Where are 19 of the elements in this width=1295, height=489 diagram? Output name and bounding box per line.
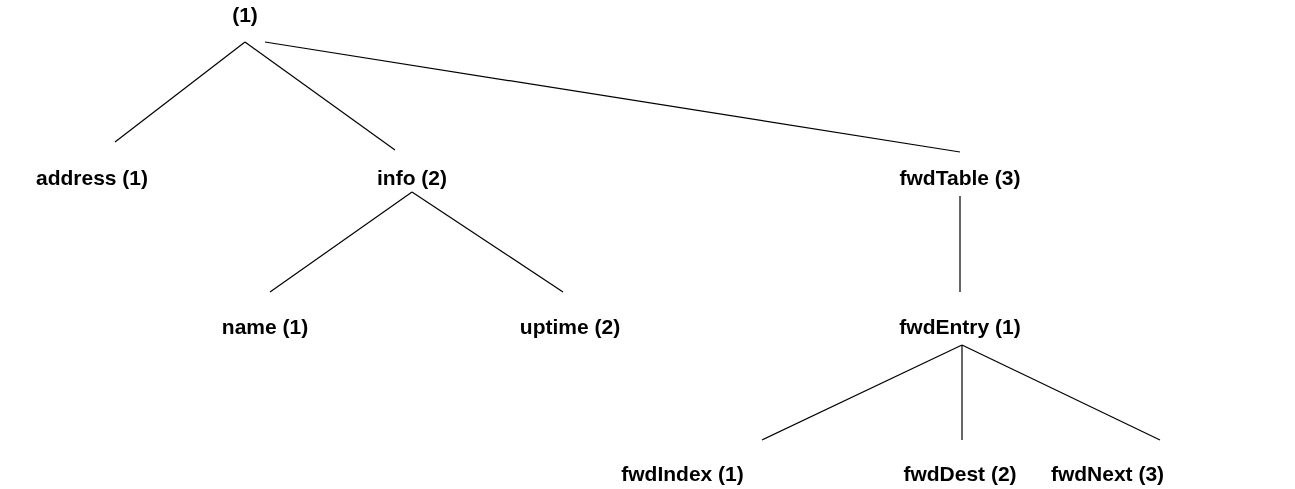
- connector-line: [761, 344, 963, 441]
- connector-line: [114, 41, 246, 143]
- connector-line: [411, 191, 564, 293]
- node-label: fwdEntry (1): [899, 315, 1021, 339]
- node-label: fwdTable (3): [899, 166, 1021, 190]
- node-label: fwdIndex (1): [621, 462, 744, 486]
- connector-line: [269, 191, 413, 293]
- node-label: name (1): [221, 315, 309, 339]
- node-label: fwdNext (3): [1050, 462, 1165, 486]
- node-label: (1): [232, 3, 258, 27]
- connector-line: [959, 195, 961, 293]
- connector-line: [244, 41, 396, 151]
- node-label: fwdDest (2): [903, 462, 1017, 486]
- connector-line: [264, 41, 961, 153]
- connector-line: [961, 344, 1161, 441]
- node-label: address (1): [36, 166, 148, 190]
- node-label: info (2): [377, 166, 447, 190]
- connector-line: [961, 344, 963, 441]
- node-label: uptime (2): [519, 315, 621, 339]
